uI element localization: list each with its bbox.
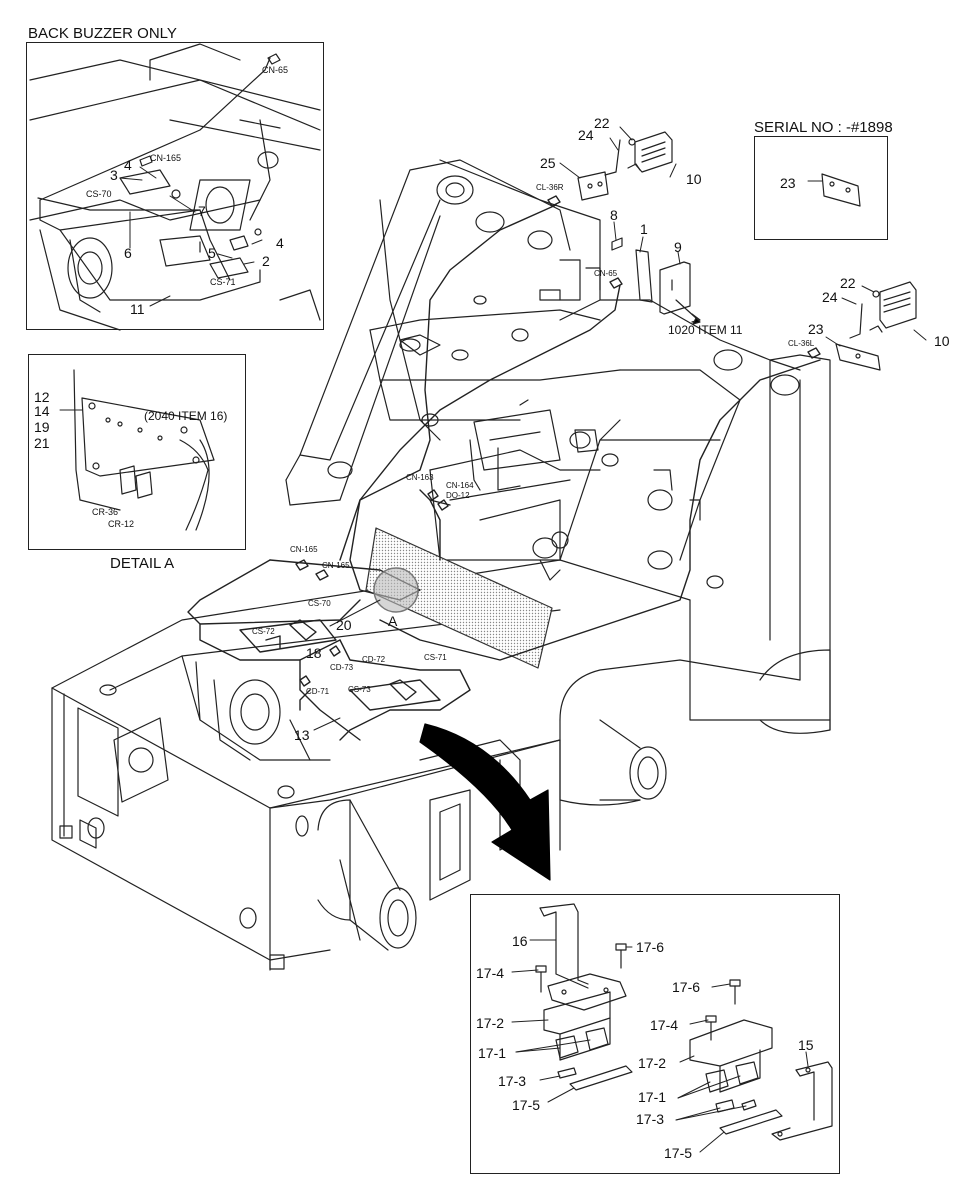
- connector-label: CS-70: [308, 599, 331, 608]
- part-number: 19: [34, 419, 50, 435]
- buzzer-inset-art: [30, 44, 320, 330]
- part-number: 17-2: [638, 1055, 667, 1071]
- connector-label: CD-73: [330, 663, 354, 672]
- part-number: 17-3: [636, 1111, 665, 1127]
- part-number: 6: [124, 245, 132, 261]
- bracket-inset-art: [536, 904, 832, 1140]
- connector-label: CN-65: [594, 269, 618, 278]
- part-number: 14: [34, 403, 50, 419]
- part-number: 17-3: [498, 1073, 527, 1089]
- serial-inset-art: [822, 174, 860, 206]
- big-arrow: [420, 724, 550, 880]
- part-number: 13: [294, 727, 310, 743]
- part-number: 17-4: [650, 1017, 679, 1033]
- part-number: 16: [512, 933, 528, 949]
- part-number: 17-1: [478, 1045, 507, 1061]
- part-number: 17-5: [664, 1145, 693, 1161]
- part-number: 21: [34, 435, 50, 451]
- part-number: 22: [840, 275, 856, 291]
- main-harness: [188, 196, 820, 740]
- reference-note: (2040 ITEM 16): [144, 409, 228, 423]
- part-number: 18: [306, 645, 322, 661]
- part-number: 24: [822, 289, 838, 305]
- buzzer-inset-title: BACK BUZZER ONLY: [28, 25, 177, 42]
- boom-tower: [286, 160, 830, 730]
- detail-a-marker: A: [388, 613, 398, 629]
- part-number: 12: [34, 389, 50, 405]
- part-number: 2: [262, 253, 270, 269]
- connector-label: CS-73: [348, 685, 371, 694]
- connector-label: CS-71: [210, 277, 236, 287]
- connector-label: CS-70: [86, 189, 112, 199]
- detail-a-title: DETAIL A: [110, 555, 175, 572]
- part-number: 9: [674, 239, 682, 255]
- part-number: 17-5: [512, 1097, 541, 1113]
- part-number: 8: [610, 207, 618, 223]
- part-number: 22: [594, 115, 610, 131]
- connector-label: CN-164: [446, 481, 474, 490]
- part-number: 17-6: [636, 939, 665, 955]
- leader-lines: [60, 127, 926, 1152]
- connector-label: CN-165: [322, 561, 350, 570]
- connector-label: CR-36: [92, 507, 119, 517]
- part-number: 10: [686, 171, 702, 187]
- connector-label: CN-165: [290, 545, 318, 554]
- connector-label: CD-72: [362, 655, 386, 664]
- part-number: 10: [934, 333, 950, 349]
- connector-label: CN-165: [150, 153, 182, 163]
- connector-label: CR-12: [108, 519, 135, 529]
- part-number: 17-6: [672, 979, 701, 995]
- connector-label: DO-12: [446, 491, 470, 500]
- connector-label: CL-36L: [788, 339, 815, 348]
- buzzer-inset-frame: [26, 42, 324, 330]
- part-number: 11: [130, 301, 145, 317]
- detail-a-frame: [28, 354, 246, 550]
- lamp-assembly-right: [578, 132, 916, 370]
- part-number: 4: [276, 235, 284, 251]
- part-number: 5: [208, 245, 216, 261]
- part-number: 20: [336, 617, 352, 633]
- part-number: 4: [124, 157, 132, 173]
- bracket-inset-frame: [470, 894, 840, 1174]
- part-number: 24: [578, 127, 594, 143]
- connector-label: CD-71: [306, 687, 330, 696]
- connector-label: CN-163: [406, 473, 434, 482]
- part-number: 17-1: [638, 1089, 667, 1105]
- part-number: 17-2: [476, 1015, 505, 1031]
- part-number: 23: [780, 175, 796, 191]
- connector-label: CS-71: [424, 653, 447, 662]
- part-number: 15: [798, 1037, 814, 1053]
- part-number: 3: [110, 167, 118, 183]
- connector-label: CS-72: [252, 627, 275, 636]
- part-number: 7: [198, 203, 206, 219]
- part-number: 1: [640, 221, 648, 237]
- detail-a-art: [74, 370, 214, 530]
- serial-title: SERIAL NO : -#1898: [754, 119, 893, 136]
- part-number: 23: [808, 321, 824, 337]
- connector-label: CN-65: [262, 65, 289, 75]
- part-number: 25: [540, 155, 556, 171]
- part-number: 17-4: [476, 965, 505, 981]
- reference-note: 1020 ITEM 11: [668, 323, 743, 337]
- right-axle: [560, 600, 830, 805]
- serial-inset-frame: [754, 136, 888, 240]
- connector-label: CL-36R: [536, 183, 564, 192]
